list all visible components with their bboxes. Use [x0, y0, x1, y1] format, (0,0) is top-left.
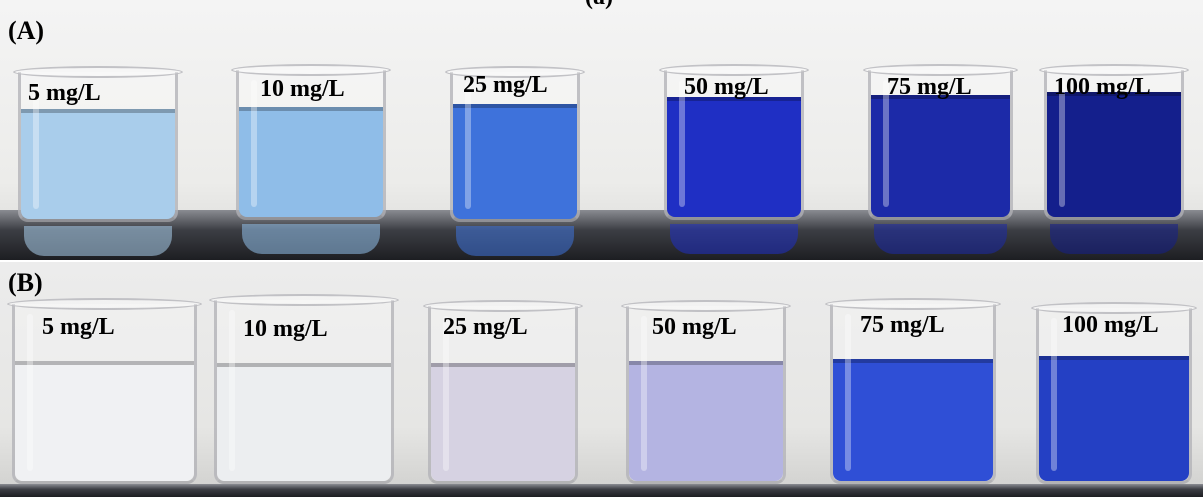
concentration-label: 75 mg/L — [887, 74, 972, 100]
panel-label-b: (B) — [8, 268, 43, 297]
bench-reflection — [874, 224, 1007, 254]
concentration-label: 10 mg/L — [260, 76, 345, 102]
concentration-label: 5 mg/L — [42, 314, 115, 340]
bench-reflection — [242, 224, 380, 254]
beaker — [209, 294, 399, 484]
dye-solution — [239, 107, 383, 217]
beaker-rim — [659, 64, 809, 76]
concentration-label: 50 mg/L — [652, 314, 737, 340]
concentration-label: 5 mg/L — [28, 80, 101, 106]
dye-solution — [431, 363, 575, 481]
glass-highlight — [33, 82, 39, 209]
concentration-label: 10 mg/L — [243, 316, 328, 342]
glass-highlight — [443, 316, 449, 471]
beaker-rim — [863, 64, 1018, 76]
dye-solution — [217, 363, 391, 481]
panel-a: (A) 5 mg/L 10 mg/L 25 mg/L 50 mg/L 75 mg/L 10… — [0, 0, 1203, 260]
lab-bench — [0, 210, 1203, 260]
bench-reflection — [456, 226, 574, 256]
glass-highlight — [679, 80, 685, 207]
glass-highlight — [465, 82, 471, 209]
beaker-rim — [825, 298, 1001, 310]
dye-solution — [1039, 356, 1189, 481]
beaker-rim — [423, 300, 583, 312]
glass-highlight — [251, 80, 257, 207]
beaker — [1031, 302, 1197, 484]
top-cutoff-text: (a) — [585, 0, 613, 11]
concentration-label: 75 mg/L — [860, 312, 945, 338]
beaker — [7, 298, 202, 484]
concentration-label: 25 mg/L — [463, 72, 548, 98]
beaker — [1039, 64, 1189, 220]
panel-b: (B) 5 mg/L 10 mg/L 25 mg/L 50 mg/L 75 mg/L 10… — [0, 262, 1203, 497]
panel-label-a: (A) — [8, 16, 45, 45]
beaker — [423, 300, 583, 484]
beaker-rim — [1031, 302, 1197, 314]
beaker-rim — [445, 66, 585, 78]
beaker — [621, 300, 791, 484]
glass-highlight — [641, 316, 647, 471]
beaker-rim — [7, 298, 202, 310]
dye-solution — [833, 359, 993, 481]
concentration-label: 25 mg/L — [443, 314, 528, 340]
beaker — [231, 64, 391, 220]
dye-solution — [21, 109, 175, 219]
beaker-rim — [209, 294, 399, 306]
beaker — [863, 64, 1018, 220]
bench-reflection — [1050, 224, 1178, 254]
bench-reflection — [670, 224, 798, 254]
concentration-label: 100 mg/L — [1054, 74, 1151, 100]
dye-solution — [1047, 92, 1181, 217]
dye-solution — [629, 361, 783, 481]
concentration-label: 50 mg/L — [684, 74, 769, 100]
glass-highlight — [1059, 80, 1065, 207]
beaker-rim — [621, 300, 791, 312]
glass-highlight — [845, 314, 851, 471]
beaker — [659, 64, 809, 220]
dye-solution — [15, 361, 194, 481]
beaker — [13, 66, 183, 222]
beaker-rim — [231, 64, 391, 76]
beaker — [445, 66, 585, 222]
beaker-rim — [1039, 64, 1189, 76]
glass-highlight — [27, 314, 33, 471]
concentration-label: 100 mg/L — [1062, 312, 1159, 338]
glass-highlight — [229, 310, 235, 471]
beaker — [825, 298, 1001, 484]
beaker-rim — [13, 66, 183, 78]
dye-solution — [453, 104, 577, 219]
bench-reflection — [24, 226, 172, 256]
dye-solution — [871, 95, 1010, 217]
glass-highlight — [883, 80, 889, 207]
lab-bench — [0, 484, 1203, 497]
dye-solution — [667, 97, 801, 217]
glass-highlight — [1051, 318, 1057, 471]
